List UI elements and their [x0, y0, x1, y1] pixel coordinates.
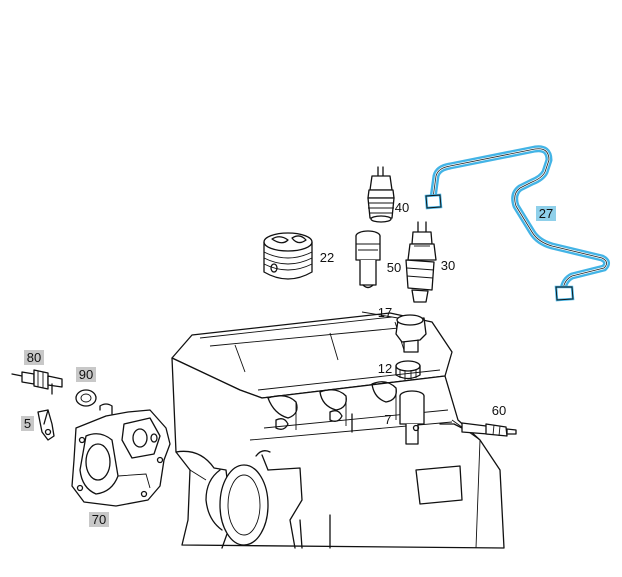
part-40-sender[interactable] [367, 166, 395, 223]
svg-text:50: 50 [387, 260, 401, 275]
svg-text:17: 17 [378, 305, 392, 320]
svg-text:5: 5 [24, 416, 31, 431]
svg-text:22: 22 [320, 250, 334, 265]
svg-text:12: 12 [378, 361, 392, 376]
part-17-fitting[interactable] [361, 311, 427, 353]
label-5[interactable]: 5 [21, 416, 34, 431]
label-12[interactable]: 12 [378, 361, 392, 376]
part-30-injector-nozzle[interactable] [405, 221, 437, 303]
part-27-injection-line[interactable] [424, 145, 611, 302]
part-12-bearing[interactable] [395, 360, 421, 380]
part-80-sensor[interactable] [11, 369, 63, 395]
part-70-housing[interactable] [71, 403, 171, 507]
part-50-injector-holder[interactable] [355, 230, 381, 289]
label-27[interactable]: 27 [536, 206, 556, 221]
label-80[interactable]: 80 [24, 350, 44, 365]
label-70[interactable]: 70 [89, 512, 109, 527]
label-90[interactable]: 90 [76, 367, 96, 382]
svg-text:70: 70 [92, 512, 106, 527]
part-7-pump-element[interactable] [399, 390, 425, 445]
svg-text:7: 7 [384, 412, 391, 427]
label-7[interactable]: 7 [384, 412, 391, 427]
label-50[interactable]: 50 [387, 260, 401, 275]
svg-text:30: 30 [441, 258, 455, 273]
label-30[interactable]: 30 [441, 258, 455, 273]
label-17[interactable]: 17 [378, 305, 392, 320]
svg-text:40: 40 [395, 200, 409, 215]
part-22-piston[interactable] [263, 232, 313, 280]
part-5-bracket[interactable] [37, 409, 55, 441]
svg-text:80: 80 [27, 350, 41, 365]
part-90-seal-ring[interactable] [75, 389, 97, 407]
label-60[interactable]: 60 [492, 403, 506, 418]
part-60-sensor[interactable] [439, 422, 517, 437]
engine-block [171, 312, 505, 549]
svg-text:27: 27 [539, 206, 553, 221]
label-22[interactable]: 22 [320, 250, 334, 265]
svg-text:60: 60 [492, 403, 506, 418]
svg-text:90: 90 [79, 367, 93, 382]
label-40[interactable]: 40 [395, 200, 409, 215]
